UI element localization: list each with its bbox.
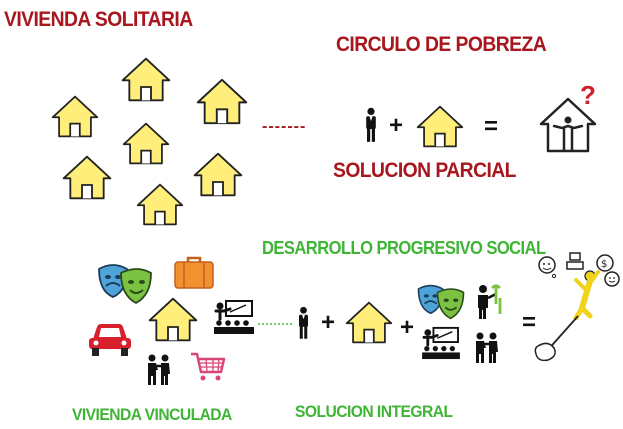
plus-sign: + — [400, 314, 415, 341]
house-icon — [148, 297, 198, 342]
title-desarrollo-progresivo: DESARROLLO PROGRESIVO SOCIAL — [262, 238, 546, 258]
couple-icon — [148, 354, 170, 385]
worker-tools-icon — [478, 284, 502, 319]
title-vivienda-solitaria: VIVIENDA SOLITARIA — [4, 8, 193, 31]
house-icon — [51, 95, 99, 138]
title-circulo-pobreza: CIRCULO DE POBREZA — [336, 33, 547, 56]
house-icon — [196, 78, 248, 125]
svg-text:$: $ — [601, 259, 607, 270]
theater-masks-icon — [98, 264, 152, 305]
title-solucion-integral: SOLUCION INTEGRAL — [295, 402, 453, 421]
house-icon — [122, 122, 170, 165]
classroom-icon — [214, 300, 254, 334]
house-icon — [345, 301, 393, 344]
dashed-connector: ------- — [262, 118, 307, 135]
suitcase-icon — [174, 256, 214, 289]
house-icon — [193, 152, 243, 197]
title-solucion-parcial: SOLUCION PARCIAL — [333, 159, 516, 182]
equals-sign: = — [522, 309, 537, 336]
house-icon — [62, 155, 112, 200]
classroom-icon — [422, 326, 460, 360]
plus-sign: + — [321, 309, 336, 336]
couple-icon — [476, 332, 498, 363]
house-icon — [416, 105, 464, 148]
shopping-cart-icon — [191, 352, 226, 381]
car-icon — [89, 324, 131, 356]
theater-masks-icon — [417, 284, 465, 320]
equals-sign: = — [484, 113, 499, 140]
house-icon — [136, 183, 184, 226]
title-vivienda-vinculada: VIVIENDA VINCULADA — [72, 405, 232, 424]
dotted-connector — [258, 323, 294, 325]
question-mark: ? — [580, 80, 596, 110]
person-icon — [296, 306, 311, 340]
person-icon — [363, 107, 379, 143]
house-icon — [121, 57, 171, 102]
jumping-figure-icon: $ — [534, 252, 620, 362]
person-in-house-icon — [539, 97, 597, 153]
plus-sign: + — [389, 112, 404, 139]
